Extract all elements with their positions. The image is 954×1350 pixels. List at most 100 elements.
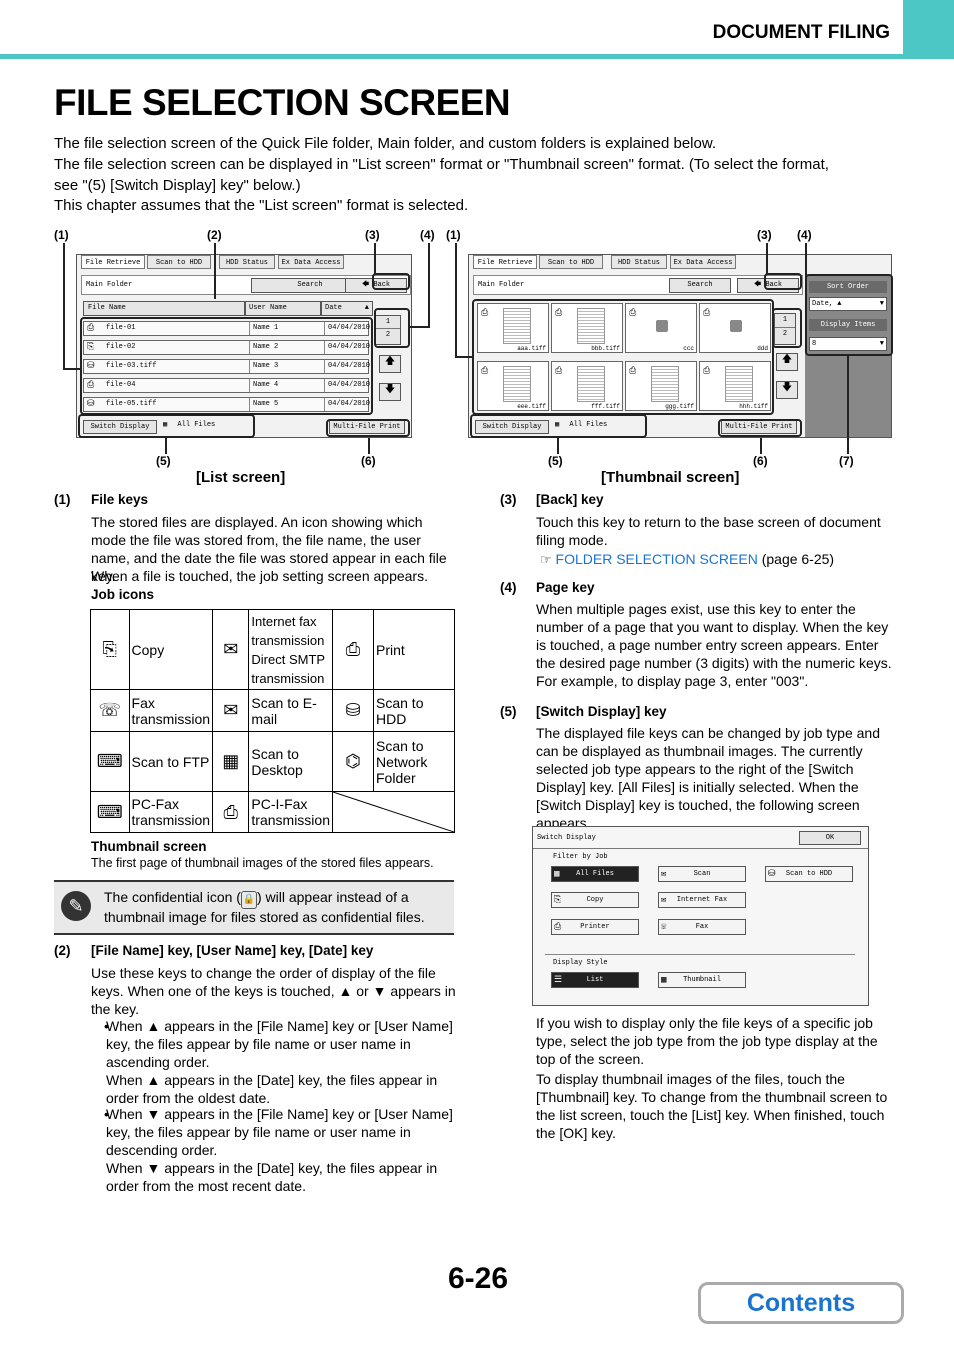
scan-hdd-icon: ⛁: [331, 689, 375, 732]
filter-scan[interactable]: ✉Scan: [658, 866, 746, 882]
pencil-icon: ✎: [61, 891, 91, 921]
tab-scan-to-hdd[interactable]: Scan to HDD: [147, 255, 211, 269]
job-pc-ifax: PC-I-Fax transmission: [248, 791, 333, 833]
thumbnail-screen: File Retrieve Scan to HDD HDD Status Ex …: [468, 254, 892, 438]
fax-icon: ☏: [90, 689, 130, 732]
b2-pre: When: [106, 1106, 143, 1122]
file-name: file-04: [106, 381, 136, 389]
s2-heading: [File Name] key, [User Name] key, [Date]…: [91, 943, 374, 958]
bullet-descending: • When ▼ appears in the [File Name] key …: [91, 1105, 456, 1195]
sort-order-select[interactable]: Date, ▲▼: [809, 297, 887, 311]
scroll-down-button[interactable]: 🡇: [776, 381, 798, 399]
user-name: Name 3: [249, 360, 278, 373]
switch-display-button[interactable]: Switch Display: [475, 420, 549, 434]
ascending-icon: ▲: [146, 1018, 161, 1034]
page-key[interactable]: 1 2: [375, 315, 401, 345]
job-scan-email: Scan to E-mail: [248, 689, 333, 732]
filter-all-files-label: All Files: [576, 870, 614, 878]
thumbnail-file-name: aaa.tiff: [517, 345, 546, 352]
callout-5: (5): [156, 454, 171, 468]
leader-line: [428, 243, 430, 328]
leader-line: [374, 243, 376, 274]
date-key[interactable]: Date▲: [321, 301, 373, 316]
s1-text-2: When a file is touched, the job setting …: [91, 568, 428, 584]
filter-internet-fax[interactable]: ✉Internet Fax: [658, 892, 746, 908]
intro-line-3: see "(5) [Switch Display] key" below.): [54, 177, 301, 194]
file-name-key[interactable]: File Name: [83, 301, 245, 316]
file-thumbnail[interactable]: ⎙fff.tiff: [551, 361, 623, 411]
leader-line: [455, 243, 457, 358]
filter-copy[interactable]: ⎘Copy: [551, 892, 639, 908]
file-thumbnail[interactable]: ⎙aaa.tiff: [477, 303, 549, 353]
bullet-ascending: • When ▲ appears in the [File Name] key …: [91, 1017, 456, 1107]
user-name: Name 2: [249, 341, 278, 354]
thumbnail-icon: ▦: [661, 975, 667, 985]
file-thumbnail[interactable]: ⎙ccc: [625, 303, 697, 353]
copy-icon: ⎘: [87, 342, 95, 352]
file-thumbnail[interactable]: ⎙eee.tiff: [477, 361, 549, 411]
display-items-select[interactable]: 8▼: [809, 337, 887, 351]
scroll-up-button[interactable]: 🡅: [776, 353, 798, 371]
leader-line: [805, 243, 807, 323]
divider: [545, 954, 855, 955]
file-keys-highlight: [472, 299, 774, 415]
filter-fax[interactable]: ☏Fax: [658, 919, 746, 935]
multi-print-highlight: [326, 419, 410, 437]
filter-printer[interactable]: ⎙Printer: [551, 919, 639, 935]
s2-text-or: or: [356, 983, 369, 999]
job-type-icon: ⎙: [629, 307, 637, 317]
filter-scan-to-hdd[interactable]: ⛁Scan to HDD: [765, 866, 853, 882]
file-thumbnail[interactable]: ⎙hhh.tiff: [699, 361, 771, 411]
scroll-down-button[interactable]: 🡇: [379, 383, 401, 401]
search-button[interactable]: Search: [669, 278, 731, 293]
switch-display-button[interactable]: Switch Display: [83, 420, 157, 434]
tab-ex-data-access[interactable]: Ex Data Access: [278, 255, 344, 269]
job-type-icon: ⎙: [703, 307, 711, 317]
scroll-up-button[interactable]: 🡅: [379, 355, 401, 373]
tab-hdd-status[interactable]: HDD Status: [611, 255, 667, 269]
all-files-icon: ▦: [163, 421, 172, 429]
empty-cell: [331, 791, 456, 833]
thumbnail-heading: Thumbnail screen: [91, 839, 207, 854]
job-scan-network: Scan to Network Folder: [373, 731, 455, 792]
ftp-icon: ⌨: [90, 731, 130, 792]
chevron-down-icon: ▼: [879, 340, 884, 348]
filter-fax-label: Fax: [695, 923, 709, 931]
file-thumbnail[interactable]: ⎙ggg.tiff: [625, 361, 697, 411]
tab-file-retrieve[interactable]: File Retrieve: [81, 255, 145, 269]
filter-all-files[interactable]: ▦All Files: [551, 866, 639, 882]
file-thumbnail[interactable]: ⎙ddd: [699, 303, 771, 353]
user-name-key[interactable]: User Name: [245, 301, 321, 316]
ascending-icon: ▲: [146, 1072, 161, 1088]
descending-icon: ▼: [146, 1160, 161, 1176]
contents-button[interactable]: Contents: [698, 1282, 904, 1324]
descending-icon: ▼: [372, 983, 387, 999]
callout-7: (7): [839, 454, 854, 468]
s4-number: (4): [500, 580, 517, 595]
page-key[interactable]: 1 2: [774, 313, 796, 345]
copy-icon: ⎘: [554, 895, 562, 905]
leader-line: [368, 438, 370, 454]
s3-text: Touch this key to return to the base scr…: [536, 514, 881, 548]
page-key-highlight: [772, 308, 802, 348]
b1-pre: When: [106, 1018, 143, 1034]
filter-label: Filter by Job: [553, 853, 608, 861]
sort-order-label: Sort Order: [809, 281, 887, 293]
tab-scan-to-hdd[interactable]: Scan to HDD: [539, 255, 603, 269]
file-thumbnail[interactable]: ⎙bbb.tiff: [551, 303, 623, 353]
style-thumbnail[interactable]: ▦Thumbnail: [658, 972, 746, 988]
file-date: 04/04/2010: [324, 398, 370, 411]
style-list[interactable]: ☰List: [551, 972, 639, 988]
tab-ex-data-access[interactable]: Ex Data Access: [670, 255, 736, 269]
ok-button[interactable]: OK: [799, 831, 861, 845]
job-copy: Copy: [128, 609, 214, 690]
tab-hdd-status[interactable]: HDD Status: [219, 255, 275, 269]
tab-file-retrieve[interactable]: File Retrieve: [473, 255, 537, 269]
user-name: Name 1: [249, 322, 278, 335]
folder-selection-link[interactable]: FOLDER SELECTION SCREEN: [555, 551, 758, 567]
